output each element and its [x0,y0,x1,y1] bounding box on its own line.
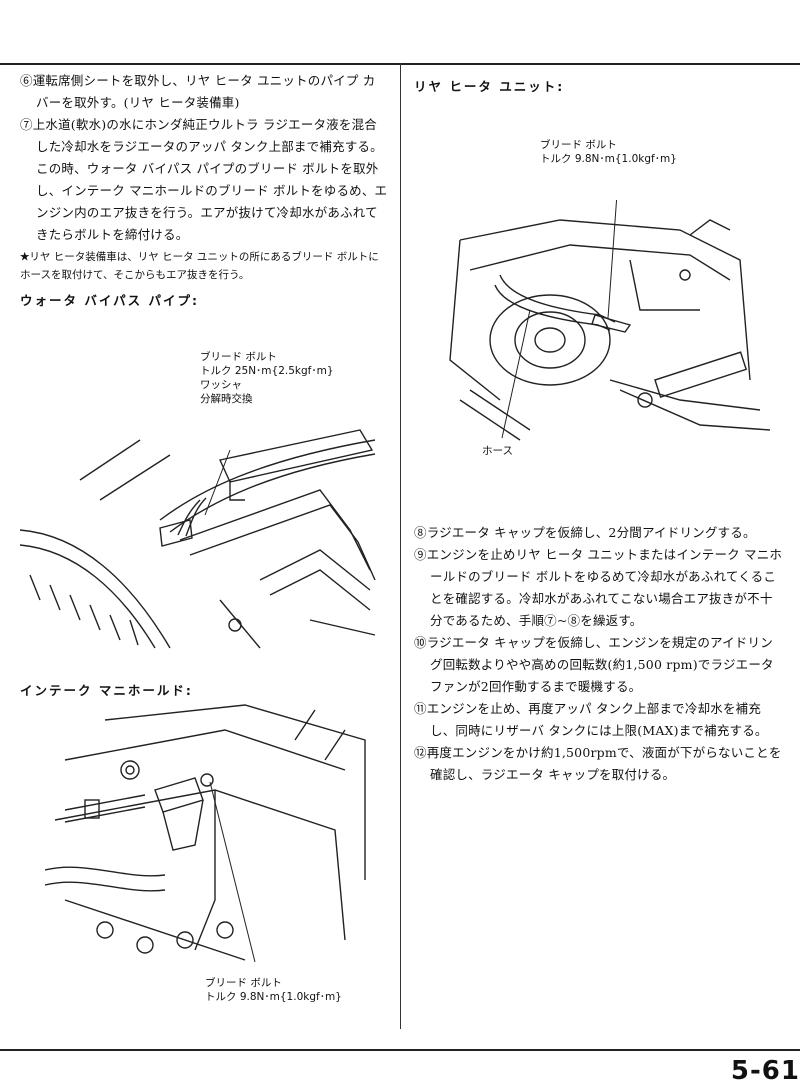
bypass-pipe-heading: ウォータ バイパス パイプ: [20,293,199,308]
intake-callout-bleed-bolt: ブリード ボルト [205,977,282,989]
callout-washer: ワッシャ [200,379,242,391]
step-12: ⑫再度エンジンをかけ約1,500rpmで、液面が下がらないことを確認し、ラジエー… [414,745,782,782]
heater-bleed-bolt-callout: ブリード ボルト トルク 9.8N･m{1.0kgf･m} [540,138,677,166]
step-7: ⑦上水道(軟水)の水にホンダ純正ウルトラ ラジエータ液を混合した冷却水をラジエー… [20,117,388,242]
intake-manifold-heading: インテーク マニホールド: [20,683,193,698]
intake-callout-torque: トルク 9.8N･m{1.0kgf･m} [205,991,342,1003]
left-column: ⑥運転席側シートを取外し、リヤ ヒータ ユニットのパイプ カバーを取外す。(リヤ… [20,70,388,309]
note-star-icon: ★ [20,251,30,263]
note-text: リヤ ヒータ装備車は、リヤ ヒータ ユニットの所にあるブリード ボルトにホースを… [20,251,379,281]
callout-replace: 分解時交換 [200,393,253,405]
bypass-pipe-figure: ブリード ボルト トルク 25N･m{2.5kgf･m} ワッシャ 分解時交換 [20,351,380,650]
bypass-bleed-bolt-callout: ブリード ボルト トルク 25N･m{2.5kgf･m} ワッシャ 分解時交換 [200,350,334,406]
rear-heater-heading: リヤ ヒータ ユニット: [414,79,565,94]
callout-torque: トルク 25N･m{2.5kgf･m} [200,365,334,377]
step-6: ⑥運転席側シートを取外し、リヤ ヒータ ユニットのパイプ カバーを取外す。(リヤ… [20,73,376,110]
hose-label: ホース [482,445,513,457]
rear-heater-figure: ブリード ボルト トルク 9.8N･m{1.0kgf･m} ホース [440,139,780,457]
step-9: ⑨エンジンを止めリヤ ヒータ ユニットまたはインテーク マニホールドのブリード … [414,547,783,628]
rear-heater-note: ★リヤ ヒータ装備車は、リヤ ヒータ ユニットの所にあるブリード ボルトにホース… [20,248,388,284]
bypass-pipe-illustration [20,429,376,649]
page-number: 5-61 [730,1056,800,1086]
intake-manifold-figure: ブリード ボルト トルク 9.8N･m{1.0kgf･m} [45,700,375,1003]
rear-heater-illustration [449,200,771,441]
step-8: ⑧ラジエータ キャップを仮締し、2分間アイドリングする。 [414,525,756,540]
step-10: ⑩ラジエータ キャップを仮締し、エンジンを規定のアイドリング回転数よりやや高めの… [414,635,774,694]
right-steps: ⑧ラジエータ キャップを仮締し、2分間アイドリングする。 ⑨エンジンを止めリヤ … [414,522,784,786]
heater-callout-torque: トルク 9.8N･m{1.0kgf･m} [540,153,677,165]
column-divider [400,63,401,1029]
step-11: ⑪エンジンを止め、再度アッパ タンク上部まで冷却水を補充し、同時にリザーバ タン… [414,701,768,738]
bottom-rule [0,1049,800,1051]
intake-bleed-bolt-callout: ブリード ボルト トルク 9.8N･m{1.0kgf･m} [205,976,342,1004]
heater-callout-bleed-bolt: ブリード ボルト [540,139,617,151]
intake-manifold-illustration [45,704,366,963]
callout-bleed-bolt: ブリード ボルト [200,351,277,363]
